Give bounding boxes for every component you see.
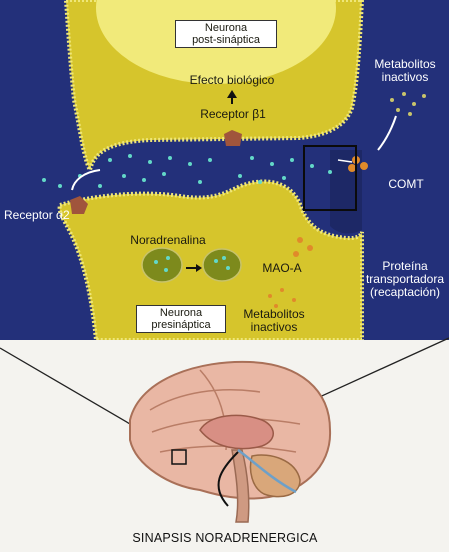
metabolite-arrow (377, 115, 397, 151)
alpha2-arrow (71, 169, 101, 191)
metabolites-bottom (268, 237, 313, 308)
comt-arrow (337, 159, 353, 163)
noradrenergic-pathway (237, 448, 297, 494)
mao-a-label: MAO-A (262, 261, 302, 275)
alpha2-receptor (70, 196, 88, 214)
comt-label: COMT (388, 177, 424, 191)
brain (129, 360, 332, 523)
vesicles (141, 247, 242, 283)
brain-zoom-box (171, 449, 187, 465)
beta1-receptor-label: Receptor β1 (200, 107, 266, 121)
brainstem (231, 449, 250, 523)
zoom-inset-box (303, 145, 357, 211)
beta1-receptor (224, 130, 242, 146)
norepinephrine-label: Noradrenalina (130, 233, 206, 247)
alpha2-receptor-label: Receptor α2 (4, 208, 70, 222)
pathway-line (217, 451, 239, 507)
metabolites-top (390, 92, 426, 116)
biological-effect-label: Efecto biológico (189, 73, 275, 87)
neurotransmitter-molecules (42, 154, 332, 188)
figure-caption: SINAPSIS NORADRENERGICA (132, 531, 318, 545)
